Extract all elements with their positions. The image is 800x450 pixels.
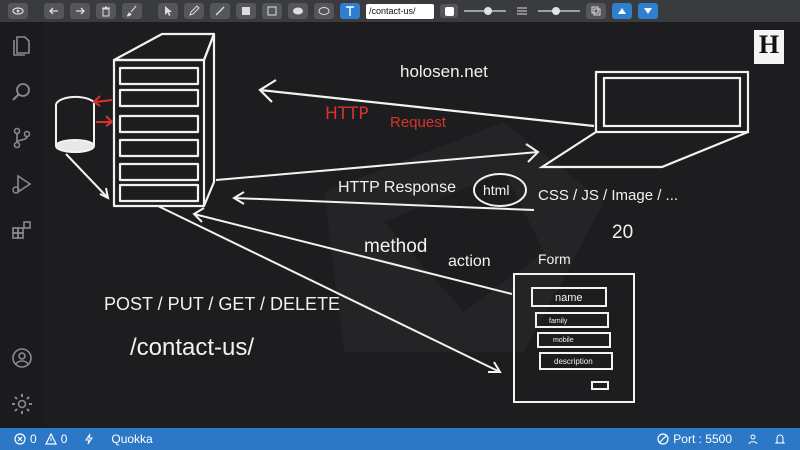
stroke-width-slider[interactable] — [464, 4, 506, 18]
quokka-label: Quokka — [111, 432, 153, 446]
number-label: 20 — [612, 222, 634, 243]
filled-rect-icon[interactable] — [236, 3, 256, 19]
site-label: holosen.net — [400, 62, 488, 81]
activity-bar — [0, 22, 44, 428]
server-tower-icon — [112, 32, 216, 208]
pen-icon[interactable] — [184, 3, 204, 19]
filled-ellipse-icon[interactable] — [288, 3, 308, 19]
notifications-button[interactable] — [774, 433, 786, 445]
error-count: 0 — [30, 432, 37, 446]
arrow-left-icon[interactable] — [44, 3, 64, 19]
field-mobile: mobile — [553, 337, 574, 344]
warning-count: 0 — [60, 432, 68, 446]
port-indicator[interactable]: Port : 5500 — [657, 432, 732, 446]
drawing-canvas[interactable]: holosen.net HTTP Request HTTP Response h… — [44, 22, 800, 428]
person-feedback-icon — [748, 434, 758, 445]
error-icon — [14, 433, 26, 445]
form-arrows — [157, 205, 513, 373]
lines-icon[interactable] — [512, 3, 532, 19]
arrow-right-icon[interactable] — [70, 3, 90, 19]
quokka-status[interactable]: Quokka — [83, 432, 153, 446]
bell-icon — [774, 434, 786, 444]
problems-indicator[interactable]: 0 0 — [14, 432, 67, 446]
response-arrow — [215, 143, 540, 211]
html-label: html — [483, 182, 510, 198]
cursor-icon[interactable] — [158, 3, 178, 19]
methods-list: POST / PUT / GET / DELETE — [104, 294, 341, 314]
source-control-icon[interactable] — [10, 126, 34, 150]
http-label: HTTP — [325, 104, 369, 124]
sketch-board — [55, 32, 750, 403]
form-box — [513, 273, 635, 403]
laptop-icon — [538, 70, 750, 169]
database-icon — [55, 96, 95, 153]
watermark-inner — [384, 172, 544, 312]
request-arrow — [258, 79, 595, 128]
feedback-button[interactable] — [748, 433, 760, 445]
color-picker[interactable] — [440, 4, 458, 18]
method-label: method — [364, 236, 428, 257]
field-name: name — [555, 292, 583, 304]
trash-icon[interactable] — [96, 3, 116, 19]
run-debug-icon[interactable] — [10, 172, 34, 196]
db-server-arrows — [92, 95, 114, 127]
status-bar: 0 0 Quokka Port : 5500 — [0, 428, 800, 450]
field-description: description — [554, 357, 593, 366]
action-label: action — [448, 253, 491, 270]
lightning-icon — [85, 433, 94, 445]
port-label: Port : 5500 — [673, 432, 732, 446]
search-icon[interactable] — [10, 80, 34, 104]
extensions-icon[interactable] — [10, 218, 34, 242]
assets-label: CSS / JS / Image / ... — [538, 187, 679, 204]
rect-icon[interactable] — [262, 3, 282, 19]
broadcast-off-icon — [657, 433, 669, 445]
eye-icon[interactable] — [8, 3, 28, 19]
field-family: family — [549, 318, 568, 325]
files-icon[interactable] — [10, 34, 34, 58]
layer-down-icon[interactable] — [638, 3, 658, 19]
response-label: HTTP Response — [338, 179, 456, 196]
brush-icon[interactable] — [122, 3, 142, 19]
layer-up-icon[interactable] — [612, 3, 632, 19]
form-label: Form — [538, 251, 571, 267]
channel-logo: H — [754, 30, 784, 64]
text-value-field[interactable]: /contact-us/ — [366, 3, 434, 19]
request-label: Request — [390, 114, 446, 131]
warning-icon — [44, 433, 57, 445]
copy-icon[interactable] — [586, 3, 606, 19]
account-icon[interactable] — [10, 346, 34, 370]
settings-gear-icon[interactable] — [10, 392, 34, 416]
opacity-slider[interactable] — [538, 4, 580, 18]
drawing-toolbar: /contact-us/ — [0, 0, 800, 22]
path-label: /contact-us/ — [130, 334, 255, 361]
html-ellipse — [473, 173, 527, 207]
ellipse-icon[interactable] — [314, 3, 334, 19]
text-icon[interactable] — [340, 3, 360, 19]
line-icon[interactable] — [210, 3, 230, 19]
